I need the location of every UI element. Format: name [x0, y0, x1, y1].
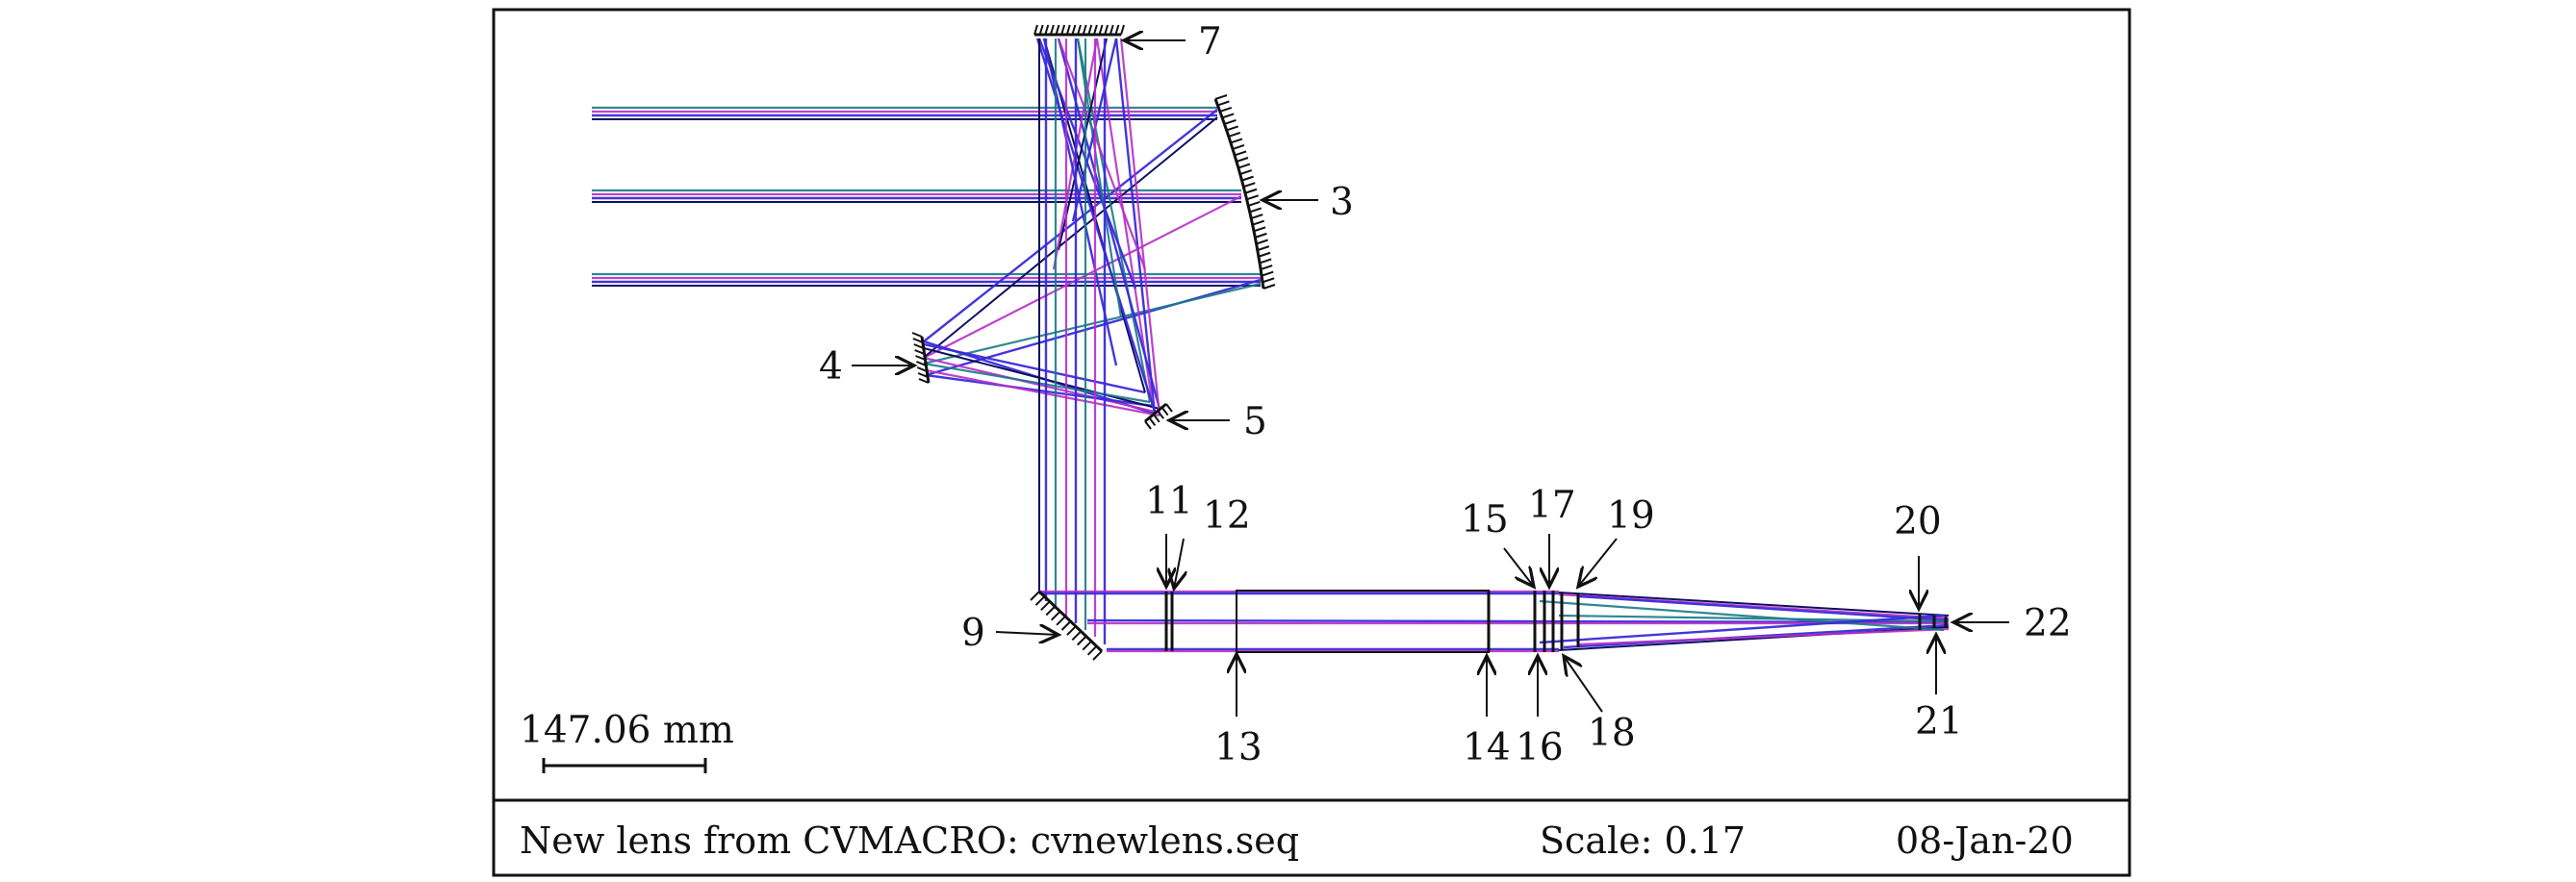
label-20: 20	[1894, 500, 1942, 543]
ray-bundles	[592, 38, 1950, 653]
hatch-mirror-3	[1214, 94, 1276, 290]
rays-relay-train	[1039, 590, 1950, 653]
label-15: 15	[1461, 498, 1509, 542]
footer-date: 08-Jan-20	[1896, 819, 2074, 862]
label-11: 11	[1145, 480, 1193, 523]
label-14: 14	[1463, 726, 1511, 769]
label-3: 3	[1330, 181, 1354, 224]
hatch-mirror-7	[1033, 24, 1125, 36]
plot-frame	[492, 8, 2131, 877]
label-9: 9	[961, 612, 985, 655]
label-7: 7	[1198, 20, 1222, 63]
label-19: 19	[1607, 494, 1655, 538]
rays-4-to-5	[923, 340, 1160, 417]
label-4: 4	[819, 345, 843, 389]
label-17: 17	[1528, 484, 1576, 527]
footer-title: New lens from CVMACRO: cvnewlens.seq	[520, 819, 1299, 862]
label-18: 18	[1588, 712, 1636, 755]
hatch-mirror-4	[911, 332, 930, 384]
label-16: 16	[1516, 726, 1564, 769]
hatch-mirror-9	[1030, 591, 1103, 661]
label-22: 22	[2024, 602, 2072, 645]
footer-scale: Scale: 0.17	[1540, 819, 1746, 862]
label-5: 5	[1243, 400, 1267, 443]
label-12: 12	[1203, 494, 1251, 538]
rays-3-to-4	[923, 109, 1262, 377]
arrow-18	[1564, 656, 1603, 713]
arrow-12	[1174, 538, 1184, 589]
label-arrows	[852, 40, 2009, 717]
mirror-3	[1213, 98, 1265, 290]
scale-bar: 147.06 mm	[520, 709, 734, 773]
surface-labels: 7 3 4 5 9 11 12 13 14 15 16 17 18 19 20 …	[819, 20, 2072, 769]
label-13: 13	[1214, 726, 1262, 769]
incoming-beam-middle	[592, 189, 1241, 203]
rays-7-to-9	[1038, 38, 1107, 644]
arrow-9	[995, 632, 1058, 635]
arrow-15	[1503, 547, 1534, 587]
incoming-beam-bottom	[592, 272, 1261, 287]
label-21: 21	[1915, 700, 1963, 743]
incoming-beam-top	[592, 106, 1217, 120]
arrow-19	[1578, 538, 1618, 587]
scale-bar-label: 147.06 mm	[520, 709, 734, 752]
footer: New lens from CVMACRO: cvnewlens.seq Sca…	[520, 819, 2074, 862]
